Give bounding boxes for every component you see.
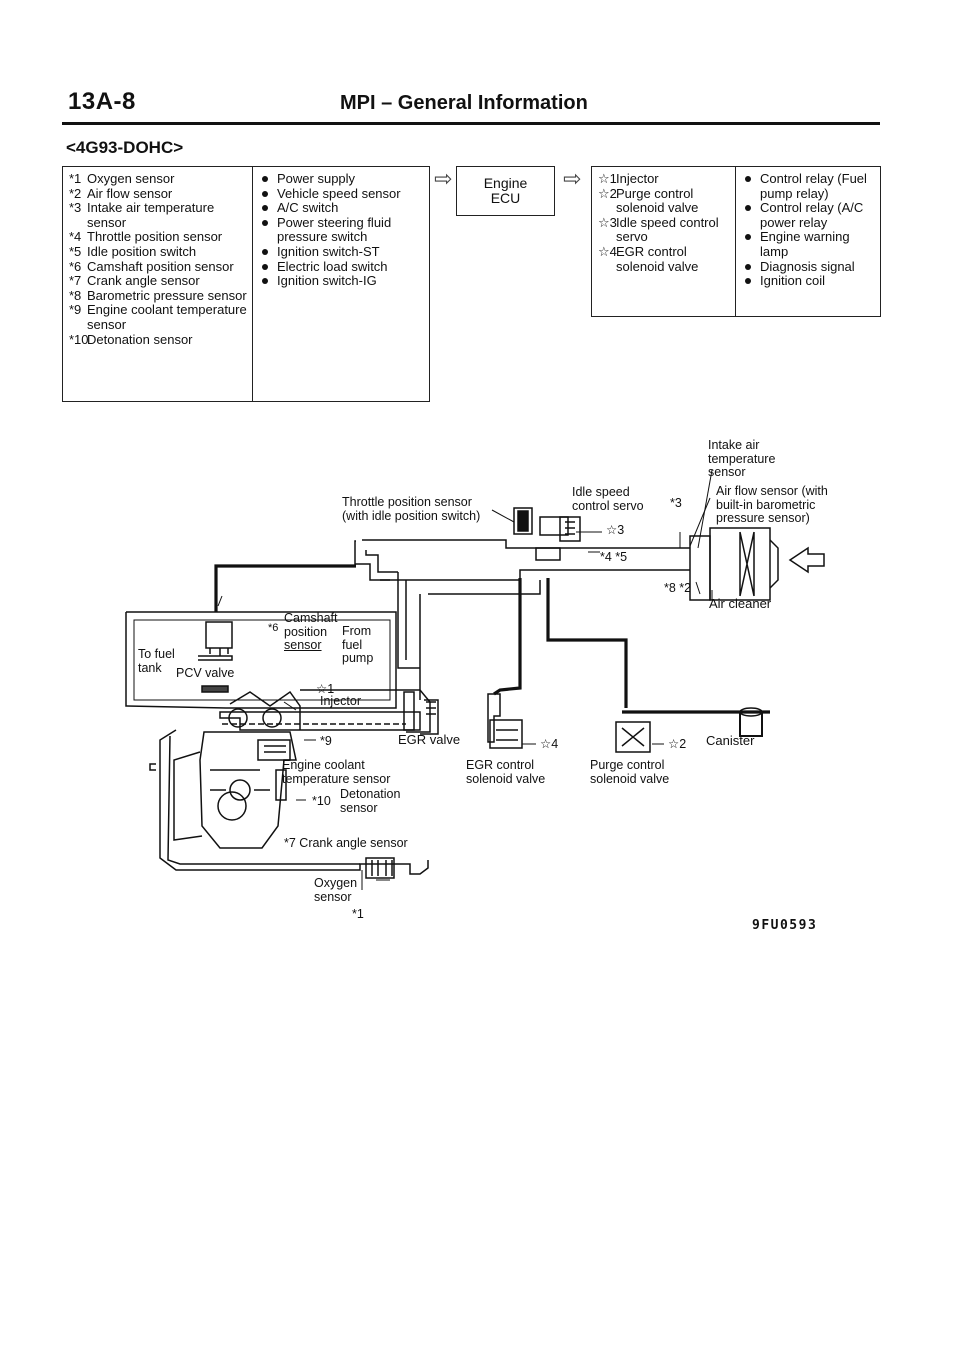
output-arrow-icon: ⇨: [563, 166, 582, 191]
engine-label: <4G93-DOHC>: [66, 138, 184, 157]
output-item: Diagnosis signal: [742, 259, 876, 275]
figure-code: 9FU0593: [752, 918, 818, 933]
input-item: Vehicle speed sensor: [259, 186, 425, 202]
egr-valve-body: [420, 693, 501, 743]
canister-body: [739, 707, 763, 737]
injector-label: Injector: [320, 694, 361, 708]
input-arrow-icon: ⇨: [434, 166, 453, 191]
air-cleaner-assembly: [689, 527, 825, 601]
input-item: Electric load switch: [259, 259, 425, 275]
output-item: Engine warning lamp: [742, 230, 876, 259]
fuel-line-box: [125, 611, 397, 709]
egr-solenoid-body: [489, 719, 523, 749]
pcv-valve-label: PCV valve: [176, 666, 235, 680]
input-item: Power supply: [259, 171, 425, 187]
air-cleaner-label: Air cleaner: [709, 596, 772, 611]
input-item: Power steering fluid pressure switch: [259, 215, 425, 245]
crank-sensor-label: *7 Crank angle sensor: [284, 836, 408, 850]
header-rule: [62, 122, 880, 125]
output-column: Control relay (Fuel pump relay) Control …: [735, 167, 880, 316]
mark6-label: *6: [268, 622, 279, 634]
engine-block: [173, 689, 431, 849]
exhaust-pipe: [149, 729, 429, 879]
throttle-sensor-label: Throttle position sensor(with idle posit…: [342, 495, 481, 523]
input-column: Power supply Vehicle speed sensor A/C sw…: [252, 167, 429, 401]
mark45-label: *4 *5: [600, 550, 628, 564]
leader-lines: [217, 469, 713, 890]
canister-label: Canister: [706, 733, 755, 748]
output-item: Control relay (A/C power relay: [742, 200, 876, 230]
mark82-label: *8 *2: [664, 581, 692, 595]
mark1-label: *1: [352, 907, 364, 921]
engine-ecu-box: Engine ECU: [456, 166, 555, 216]
throttle-body-sensor-cluster: [513, 507, 581, 561]
page-title: MPI – General Information: [340, 92, 588, 114]
mark9-label: *9: [320, 734, 332, 748]
star2-label: ☆2: [668, 737, 687, 751]
star1-label: ☆1: [316, 682, 335, 696]
page-number: 13A-8: [68, 88, 136, 115]
mark3-label: *3: [670, 496, 682, 510]
star3-label: ☆3: [606, 523, 625, 537]
output-item: Ignition coil: [742, 274, 876, 289]
output-item: Control relay (Fuel pump relay): [742, 171, 876, 201]
egr-valve-label: EGR valve: [398, 732, 461, 747]
input-item: Ignition switch-IG: [259, 274, 425, 289]
input-item: A/C switch: [259, 201, 425, 216]
mark10-label: *10: [312, 794, 331, 808]
purge-solenoid-body: [615, 721, 651, 753]
intake-pipe: [354, 539, 690, 700]
star4-label: ☆4: [540, 737, 559, 751]
input-item: Ignition switch-ST: [259, 244, 425, 260]
